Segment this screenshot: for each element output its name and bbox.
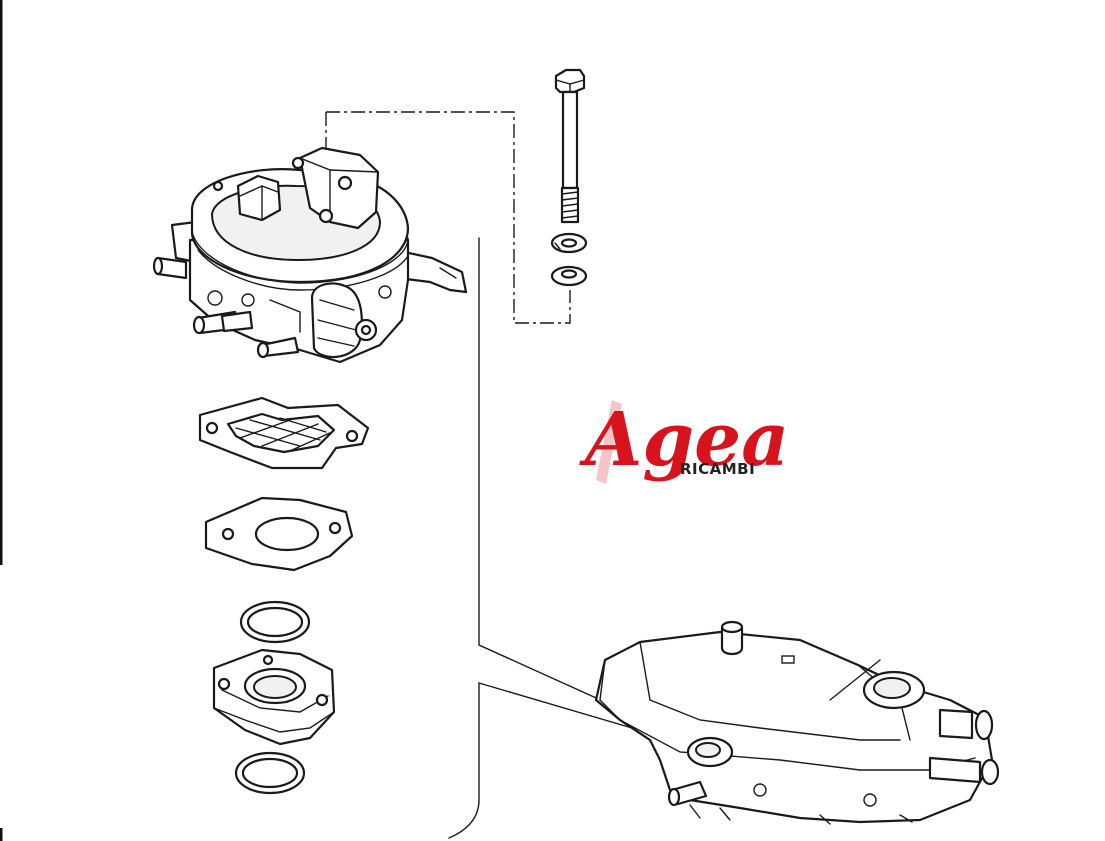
- lower-o-ring: [234, 751, 306, 795]
- logo-subtitle-text: RICAMBI: [680, 460, 755, 478]
- logo-streak: [596, 400, 622, 484]
- spring-washer: [550, 232, 588, 254]
- upper-gasket: [198, 396, 370, 470]
- intake-manifold: [594, 620, 1000, 825]
- agea-logo: Agea RICAMBI: [579, 397, 789, 484]
- spacer-flange: [212, 648, 336, 746]
- lower-gasket: [204, 496, 354, 572]
- carburetor-body: [152, 146, 468, 364]
- leader-line-lower: [448, 682, 701, 839]
- logo-brand-text: Agea: [579, 397, 789, 483]
- flat-washer: [550, 265, 588, 287]
- upper-o-ring: [239, 600, 311, 644]
- bolt: [554, 68, 586, 224]
